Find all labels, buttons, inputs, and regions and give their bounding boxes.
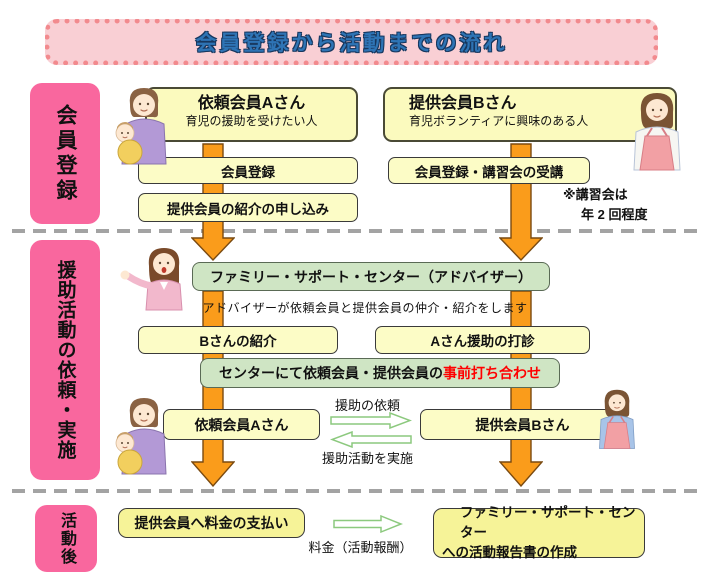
section-label-activity: 援助活動の依頼・実施	[30, 240, 100, 480]
box-report: ファミリー・サポート・センター への活動報告書の作成	[433, 505, 645, 560]
box-member-a: 依頼会員Aさん	[163, 409, 320, 440]
right-arrow-icon	[333, 515, 403, 533]
member-b-desc: 育児ボランティアに興味のある人	[409, 114, 589, 128]
request-arrow-label: 援助の依頼	[334, 398, 400, 413]
box-intro-b: Bさんの紹介	[138, 326, 338, 354]
member-b-name: 提供会員Bさん	[409, 95, 517, 112]
section-divider	[12, 489, 697, 493]
section-label-after: 活動後	[35, 505, 97, 572]
box-register-b: 会員登録・講習会の受講	[388, 157, 590, 184]
advisor-caption: アドバイザーが依頼会員と提供会員の仲介・紹介をします	[202, 301, 528, 315]
seminar-note-line1: ※講習会は	[563, 187, 628, 202]
report-line1: ファミリー・サポート・センター	[460, 505, 636, 540]
member-a-header: 依頼会員Aさん 育児の援助を受けたい人	[145, 87, 358, 142]
advisor-illustration	[120, 248, 183, 311]
pre-meeting-highlight: 事前打ち合わせ	[443, 365, 541, 381]
down-arrow-icon	[499, 291, 543, 487]
pre-meeting-text: センターにて依頼会員・提供会員の	[219, 365, 443, 381]
box-member-b: 提供会員Bさん	[420, 409, 625, 440]
provider-woman-illustration	[633, 93, 681, 171]
fee-arrow-label: 料金（活動報酬）	[308, 540, 413, 555]
box-support-center: ファミリー・サポート・センター（アドバイザー）	[192, 262, 550, 291]
box-pre-meeting: センターにて依頼会員・提供会員の事前打ち合わせ	[200, 358, 560, 388]
left-arrow-icon	[330, 431, 412, 448]
down-arrow-icon	[191, 291, 235, 487]
report-line2: への活動報告書の作成	[442, 545, 577, 560]
mother-baby-illustration	[115, 398, 167, 475]
member-b-header: 提供会員Bさん 育児ボランティアに興味のある人	[383, 87, 677, 142]
member-a-name: 依頼会員Aさん	[197, 95, 306, 112]
box-apply-intro: 提供会員の紹介の申し込み	[138, 193, 358, 222]
section-label-registration: 会員登録	[30, 83, 100, 224]
box-register-a: 会員登録	[138, 157, 358, 184]
seminar-note-line2: 年 2 回程度	[581, 207, 648, 222]
member-a-desc: 育児の援助を受けたい人	[185, 114, 318, 128]
right-arrow-icon	[330, 412, 412, 429]
title-banner: 会員登録から活動までの流れ	[45, 19, 658, 65]
provider-woman-illustration	[599, 389, 635, 449]
box-sound-a: Aさん援助の打診	[375, 326, 590, 354]
page-title: 会員登録から活動までの流れ	[195, 32, 508, 55]
implement-arrow-label: 援助活動を実施	[321, 451, 413, 466]
section-divider	[12, 229, 697, 233]
box-payment: 提供会員へ料金の支払い	[118, 508, 305, 538]
seminar-note: ※講習会は 年 2 回程度	[563, 185, 647, 225]
mother-baby-illustration	[115, 88, 167, 165]
